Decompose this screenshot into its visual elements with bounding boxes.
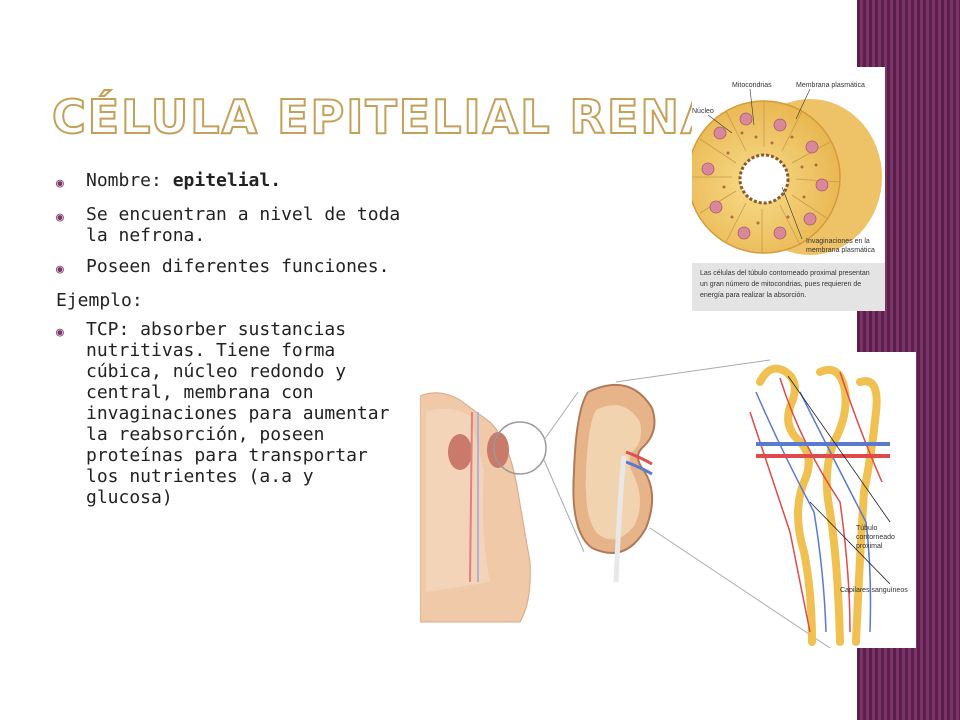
label-mitocondrias: Mitocondrias [732,82,772,89]
label-membrana: Membrana plasmática [796,82,865,89]
slide-title: Célula epitelial renal: [51,89,771,145]
bullet-item: ◉ Nombre: epitelial. [56,170,406,194]
label-tubulo-2: contorneado [856,534,895,541]
bullet-icon: ◉ [56,176,64,191]
label-capilares: Capilares sanguíneos [840,587,908,594]
bullet-text: TCP: absorber sustancias nutritivas. Tie… [86,319,390,508]
kidney-illustration: Túbulo contorneado proximal Capilares sa… [419,359,908,649]
caption-line-3: energía para realizar la absorción. [700,292,806,299]
bullet-text: Nombre: epitelial. [86,170,281,194]
bullet-icon: ◉ [56,325,64,340]
bullet-icon: ◉ [56,262,64,277]
bullet-item: ◉ Se encuentran a nivel de toda la nefro… [56,204,406,246]
cell-figure: Mitocondrias Membrana plasmática Núcleo … [687,67,885,311]
label-nucleo: Núcleo [692,108,714,115]
kidney-figure: Túbulo contorneado proximal Capilares sa… [419,352,916,649]
label-tubulo-1: Túbulo [856,525,878,532]
bullet-text: Poseen diferentes funciones. [86,256,390,277]
bullet-bold: epitelial. [172,170,282,191]
example-label: Ejemplo: [56,290,143,311]
bullet-item: ◉ Poseen diferentes funciones. [56,256,406,280]
label-tubulo-3: proximal [856,543,883,550]
slide-content: ◉ Nombre: epitelial. ◉ Se encuentran a n… [56,170,406,518]
label-invaginaciones-1: Invaginaciones en la [806,238,870,245]
label-invaginaciones-2: membrana plasmática [806,247,875,254]
caption-line-2: un gran número de mitocondrias, pues req… [700,281,861,288]
bullet-text: Se encuentran a nivel de toda la nefrona… [86,204,401,246]
cell-illustration: Mitocondrias Membrana plasmática Núcleo … [687,82,885,311]
caption-line-1: Las células del túbulo contorneado proxi… [700,270,870,277]
bullet-item: ◉ TCP: absorber sustancias nutritivas. T… [56,319,406,508]
bullet-prefix: Nombre: [86,170,173,191]
bullet-icon: ◉ [56,210,64,225]
